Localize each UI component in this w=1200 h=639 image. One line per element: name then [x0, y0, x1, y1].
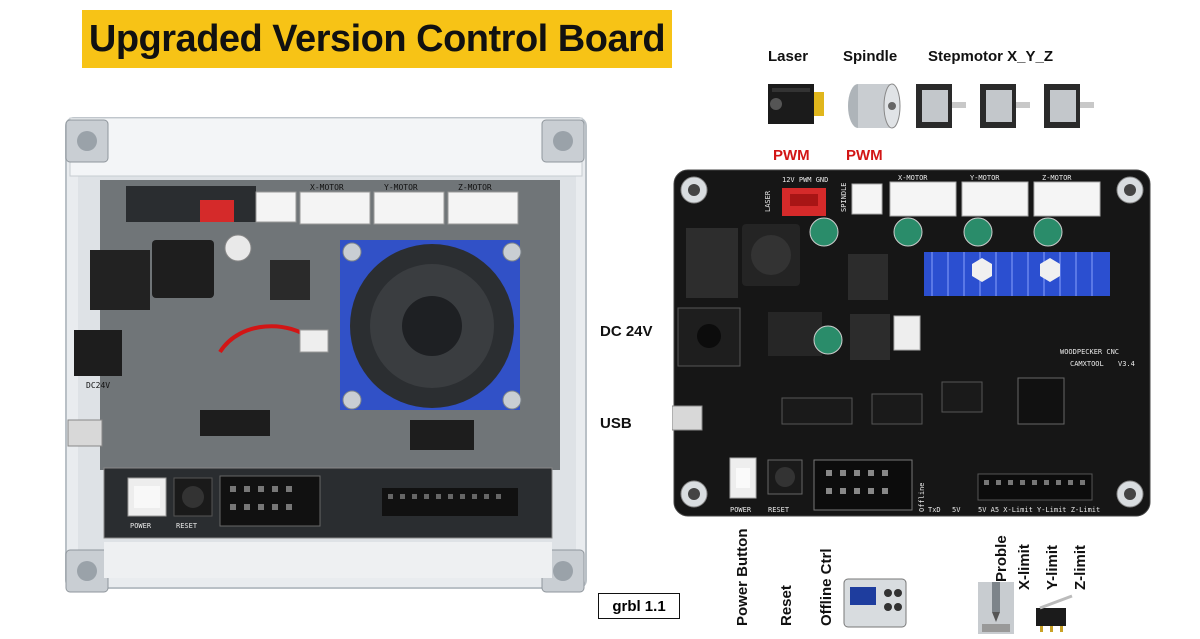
board-reset-label: RESET — [768, 506, 790, 514]
reset-label: Reset — [778, 585, 795, 626]
board-x-motor-label: X-MOTOR — [898, 174, 928, 182]
board-5v-label: 5V — [952, 506, 961, 514]
case-z-motor-label: Z-MOTOR — [458, 183, 492, 192]
case-y-motor-label: Y-MOTOR — [384, 183, 418, 192]
firmware-badge: grbl 1.1 — [598, 593, 680, 619]
board-spindle-label: SPINDLE — [840, 182, 848, 212]
proble-label: Proble — [993, 535, 1010, 582]
pwm-label-laser: PWM — [773, 147, 810, 164]
stepper-motor-y-image — [980, 84, 1030, 128]
stepper-motor-x-image — [916, 84, 966, 128]
title-banner: Upgraded Version Control Board — [82, 10, 672, 68]
offline-controller-image — [843, 578, 907, 628]
spindle-motor-image — [848, 83, 901, 129]
case-x-motor-label: X-MOTOR — [310, 183, 344, 192]
z-limit-label: Z-limit — [1072, 545, 1089, 590]
x-limit-label: X-limit — [1016, 544, 1033, 590]
board-offline-label: Offline — [918, 482, 926, 512]
pwm-label-spindle: PWM — [846, 147, 883, 164]
board-brand-label: WOODPECKER CNC — [1060, 348, 1119, 356]
firmware-text: grbl 1.1 — [612, 597, 666, 615]
acrylic-case-photo: X-MOTOR Y-MOTOR Z-MOTOR DC24V POWER RESE… — [65, 117, 587, 593]
control-board-photo: 12V PWM GND LASER SPINDLE X-MOTOR Y-MOTO… — [672, 169, 1151, 517]
board-header-power-label: 12V PWM GND — [782, 176, 828, 184]
limit-switch-image — [1036, 594, 1073, 632]
board-product-label: CAMXTOOL — [1070, 360, 1104, 368]
spindle-label: Spindle — [843, 48, 898, 65]
stepmotor-label: Stepmotor X_Y_Z — [928, 48, 1054, 65]
offline-ctrl-label: Offline Ctrl — [818, 548, 835, 627]
case-reset-label: RESET — [176, 522, 198, 530]
page-title: Upgraded Version Control Board — [88, 17, 666, 60]
case-power-label: POWER — [130, 522, 152, 530]
laser-module-image — [768, 84, 824, 124]
y-limit-label: Y-limit — [1044, 544, 1061, 590]
probe-image — [978, 582, 1014, 634]
board-z-motor-label: Z-MOTOR — [1042, 174, 1072, 182]
board-limits-label: 5V A5 X-Limit Y-Limit Z-Limit — [978, 506, 1100, 514]
board-version-label: V3.4 — [1118, 360, 1135, 368]
usb-label: USB — [600, 415, 632, 432]
board-laser-label: LASER — [764, 190, 772, 212]
board-power-label: POWER — [730, 506, 752, 514]
dc-24v-label: DC 24V — [600, 323, 653, 340]
board-y-motor-label: Y-MOTOR — [970, 174, 1000, 182]
case-dc24v-label: DC24V — [86, 381, 110, 390]
laser-label: Laser — [768, 48, 809, 65]
stepper-motor-z-image — [1044, 84, 1094, 128]
board-txd-label: TxD — [928, 506, 941, 514]
power-button-label: Power Button — [734, 528, 751, 627]
